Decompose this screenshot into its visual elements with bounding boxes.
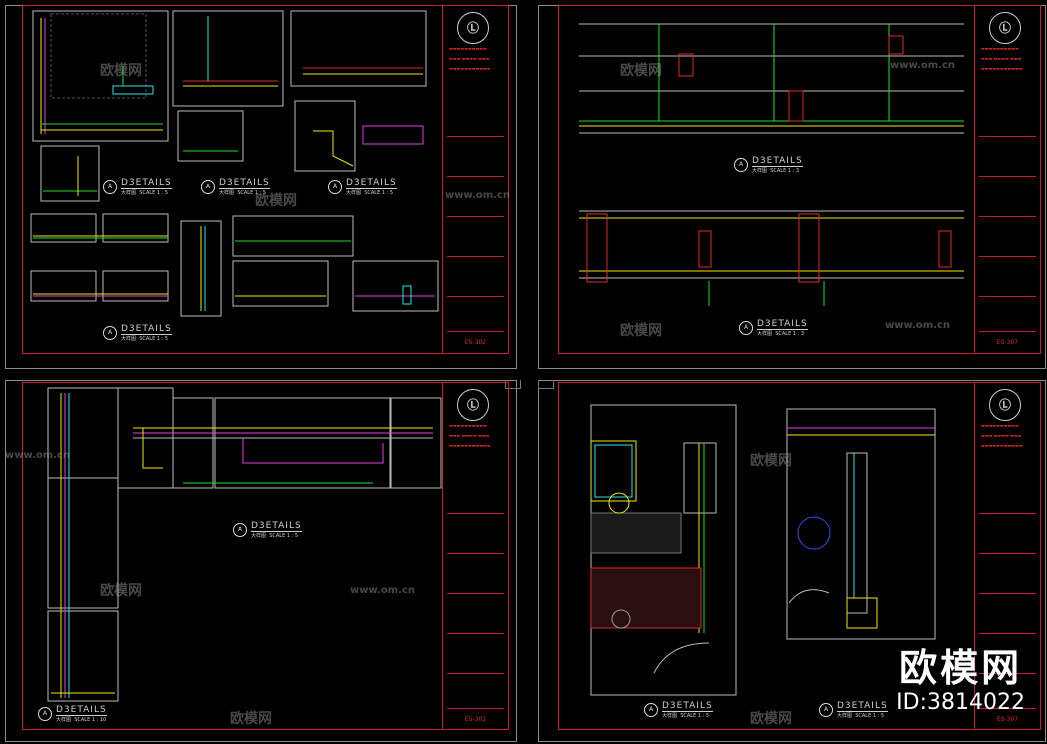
detail-label-1d: A D3ETAILS 大样图 SCALE 1 : 5 <box>103 324 172 342</box>
brand-watermark-id: ID:3814022 <box>896 690 1025 715</box>
detail-sub: 大样图 <box>251 533 267 539</box>
company-logo-icon: Ⓛ <box>457 12 489 44</box>
detail-sub: 大样图 <box>56 717 72 723</box>
detail-scale: SCALE 1 : 5 <box>855 713 885 719</box>
detail-sub: 大样图 <box>752 168 768 174</box>
detail-title: D3ETAILS <box>837 701 888 712</box>
detail-scale: SCALE 1 : 5 <box>269 533 299 539</box>
detail-label-3b: A D3ETAILS 大样图 SCALE 1 : 10 <box>38 705 107 723</box>
company-logo-icon: Ⓛ <box>989 389 1021 421</box>
detail-drawing-3 <box>47 387 442 702</box>
sheet-number: ES-307 <box>996 716 1019 723</box>
detail-label-1c: A D3ETAILS 大样图 SCALE 1 : 5 <box>328 178 397 196</box>
detail-title: D3ETAILS <box>662 701 713 712</box>
detail-label-1b: A D3ETAILS 大样图 SCALE 1 : 5 <box>201 178 270 196</box>
detail-scale: SCALE 1 : 5 <box>139 336 169 342</box>
detail-mark: A <box>38 707 52 721</box>
title-block: Ⓛ ▬▬▬▬▬▬▬▬▬▬ ▬▬▬ ▬▬▬▬ ▬▬▬ ▬▬▬▬▬▬▬▬▬▬▬ ES… <box>974 383 1040 729</box>
sheet-frame-3 <box>5 380 517 742</box>
detail-sub: 大样图 <box>219 190 235 196</box>
sheet-2[interactable]: A D3ETAILS 大样图 SCALE 1 : 3 A D3ETAILS 大样… <box>558 5 1041 354</box>
detail-mark: A <box>328 180 342 194</box>
sheet-4[interactable]: A D3ETAILS 大样图 SCALE 1 : 5 A D3ETAILS 大样… <box>558 382 1041 730</box>
detail-sub: 大样图 <box>121 190 137 196</box>
detail-mark: A <box>103 180 117 194</box>
watermark-url: www.om.cn <box>890 60 956 71</box>
detail-title: D3ETAILS <box>346 178 397 189</box>
detail-label-4a: A D3ETAILS 大样图 SCALE 1 : 5 <box>644 701 713 719</box>
detail-scale: SCALE 1 : 3 <box>775 331 805 337</box>
sheet-tab <box>538 380 554 389</box>
watermark-cn: 欧模网 <box>620 63 662 79</box>
detail-scale: SCALE 1 : 5 <box>237 190 267 196</box>
detail-title: D3ETAILS <box>121 324 172 335</box>
detail-title: D3ETAILS <box>219 178 270 189</box>
detail-mark: A <box>103 326 117 340</box>
detail-drawing-4 <box>590 404 936 696</box>
detail-mark: A <box>734 158 748 172</box>
detail-mark: A <box>739 321 753 335</box>
detail-label-2b: A D3ETAILS 大样图 SCALE 1 : 3 <box>739 319 808 337</box>
detail-sub: 大样图 <box>346 190 362 196</box>
sheet-number: ES-302 <box>464 716 487 723</box>
detail-label-1a: A D3ETAILS 大样图 SCALE 1 : 5 <box>103 178 172 196</box>
title-block: Ⓛ ▬▬▬▬▬▬▬▬▬▬ ▬▬▬ ▬▬▬▬ ▬▬▬ ▬▬▬▬▬▬▬▬▬▬▬ ES… <box>442 6 508 353</box>
sheet-3[interactable]: A D3ETAILS 大样图 SCALE 1 : 5 A D3ETAILS 大样… <box>22 382 509 730</box>
detail-label-4b: A D3ETAILS 大样图 SCALE 1 : 5 <box>819 701 888 719</box>
watermark-cn: 欧模网 <box>750 711 792 727</box>
brand-watermark: 欧模网 ID:3814022 <box>896 646 1025 716</box>
detail-label-3a: A D3ETAILS 大样图 SCALE 1 : 5 <box>233 521 302 539</box>
detail-mark: A <box>233 523 247 537</box>
detail-label-2a: A D3ETAILS 大样图 SCALE 1 : 3 <box>734 156 803 174</box>
detail-scale: SCALE 1 : 5 <box>139 190 169 196</box>
detail-drawing-2 <box>579 23 964 306</box>
detail-sub: 大样图 <box>121 336 137 342</box>
detail-scale: SCALE 1 : 5 <box>680 713 710 719</box>
watermark-cn: 欧模网 <box>620 323 662 339</box>
detail-mark: A <box>201 180 215 194</box>
watermark-cn: 欧模网 <box>230 711 272 727</box>
detail-scale: SCALE 1 : 10 <box>74 717 107 723</box>
sheet-number: ES-307 <box>996 339 1019 346</box>
watermark-url: www.om.cn <box>5 450 71 461</box>
title-block: Ⓛ ▬▬▬▬▬▬▬▬▬▬ ▬▬▬ ▬▬▬▬ ▬▬▬ ▬▬▬▬▬▬▬▬▬▬▬ ES… <box>442 383 508 729</box>
watermark-cn: 欧模网 <box>750 453 792 469</box>
sheet-frame-4 <box>538 380 1046 742</box>
detail-scale: SCALE 1 : 5 <box>364 190 394 196</box>
sheet-1[interactable]: A D3ETAILS 大样图 SCALE 1 : 5 A D3ETAILS 大样… <box>22 5 509 354</box>
watermark-cn: 欧模网 <box>100 63 142 79</box>
sheet-number: ES-302 <box>464 339 487 346</box>
title-block: Ⓛ ▬▬▬▬▬▬▬▬▬▬ ▬▬▬ ▬▬▬▬ ▬▬▬ ▬▬▬▬▬▬▬▬▬▬▬ ES… <box>974 6 1040 353</box>
watermark-cn: 欧模网 <box>255 193 297 209</box>
sheet-tab <box>505 380 521 389</box>
watermark-url: www.om.cn <box>445 190 511 201</box>
watermark-url: www.om.cn <box>350 585 416 596</box>
company-logo-icon: Ⓛ <box>989 12 1021 44</box>
detail-title: D3ETAILS <box>752 156 803 167</box>
detail-scale: SCALE 1 : 3 <box>770 168 800 174</box>
detail-mark: A <box>644 703 658 717</box>
detail-sub: 大样图 <box>662 713 678 719</box>
detail-drawing-1 <box>30 10 439 317</box>
brand-watermark-name: 欧模网 <box>899 646 1023 690</box>
detail-title: D3ETAILS <box>251 521 302 532</box>
detail-title: D3ETAILS <box>56 705 107 716</box>
company-logo-icon: Ⓛ <box>457 389 489 421</box>
detail-title: D3ETAILS <box>757 319 808 330</box>
detail-sub: 大样图 <box>757 331 773 337</box>
detail-sub: 大样图 <box>837 713 853 719</box>
watermark-cn: 欧模网 <box>100 583 142 599</box>
detail-title: D3ETAILS <box>121 178 172 189</box>
detail-mark: A <box>819 703 833 717</box>
watermark-url: www.om.cn <box>885 320 951 331</box>
